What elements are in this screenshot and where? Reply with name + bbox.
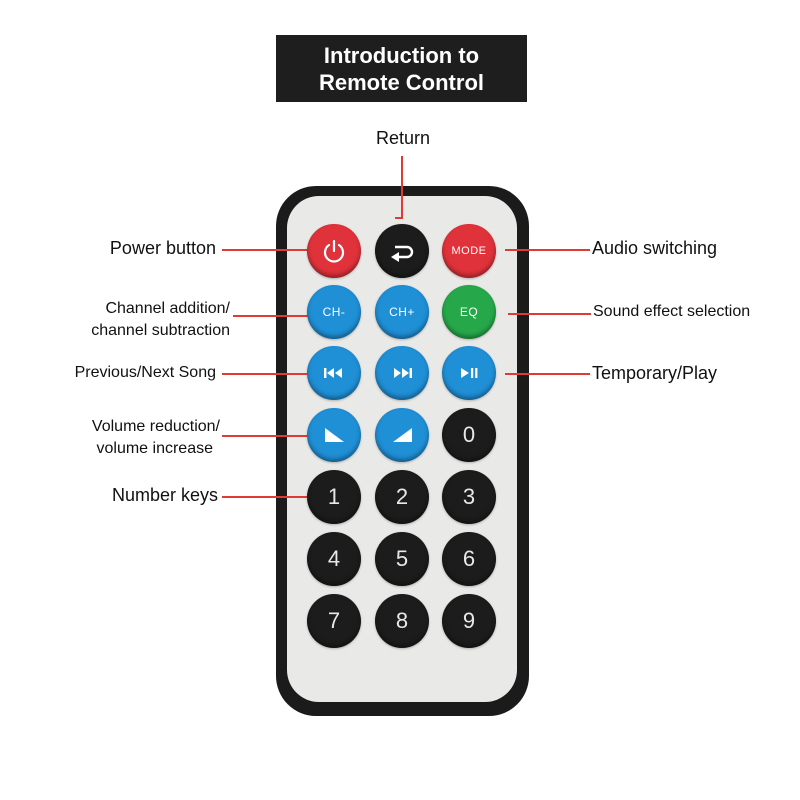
return-icon xyxy=(391,245,414,262)
number-key-3[interactable]: 3 xyxy=(442,470,496,524)
label-prevnext: Previous/Next Song xyxy=(74,364,216,381)
leader-return-h xyxy=(395,217,403,219)
label-audio: Audio switching xyxy=(592,238,718,258)
leader-sound xyxy=(508,313,591,315)
key-6-label: 6 xyxy=(462,546,476,571)
key-9-label: 9 xyxy=(462,608,476,633)
channel-plus-button[interactable]: CH+ xyxy=(375,285,429,339)
label-channel-line1: Channel addition/ xyxy=(105,300,230,317)
power-button[interactable] xyxy=(307,224,361,278)
number-key-2[interactable]: 2 xyxy=(375,470,429,524)
number-key-0[interactable]: 0 xyxy=(442,408,496,462)
leader-channel xyxy=(233,315,309,317)
label-numbers: Number keys xyxy=(111,485,218,505)
next-song-button[interactable] xyxy=(375,346,429,400)
play-pause-icon xyxy=(461,368,478,378)
key-5-label: 5 xyxy=(395,546,409,571)
leader-return xyxy=(401,156,403,218)
number-key-1[interactable]: 1 xyxy=(307,470,361,524)
leader-volume xyxy=(222,435,307,437)
label-sound: Sound effect selection xyxy=(593,303,751,320)
key-4-label: 4 xyxy=(327,546,341,571)
play-pause-button[interactable] xyxy=(442,346,496,400)
volume-down-icon xyxy=(325,428,344,442)
volume-up-button[interactable] xyxy=(375,408,429,462)
number-key-8[interactable]: 8 xyxy=(375,594,429,648)
eq-label: EQ xyxy=(459,305,479,319)
previous-track-icon xyxy=(324,368,342,378)
label-temp: Temporary/Play xyxy=(592,363,718,383)
key-8-label: 8 xyxy=(395,608,409,633)
diagram-title: Introduction to Remote Control xyxy=(276,35,527,102)
key-3-label: 3 xyxy=(462,484,476,509)
number-key-7[interactable]: 7 xyxy=(307,594,361,648)
leader-temp xyxy=(505,373,590,375)
label-power: Power button xyxy=(109,238,216,258)
label-return: Return xyxy=(375,128,431,148)
number-key-9[interactable]: 9 xyxy=(442,594,496,648)
key-2-label: 2 xyxy=(395,484,409,509)
channel-minus-button[interactable]: CH- xyxy=(307,285,361,339)
power-icon xyxy=(323,239,345,263)
number-key-4[interactable]: 4 xyxy=(307,532,361,586)
leader-audio xyxy=(505,249,590,251)
label-volume-line1: Volume reduction/ xyxy=(91,418,220,435)
key-0-label: 0 xyxy=(462,422,476,447)
previous-song-button[interactable] xyxy=(307,346,361,400)
label-volume-line2: volume increase xyxy=(96,440,214,457)
number-key-5[interactable]: 5 xyxy=(375,532,429,586)
return-button[interactable] xyxy=(375,224,429,278)
mode-label: MODE xyxy=(451,245,487,257)
leader-prevnext xyxy=(222,373,308,375)
volume-up-icon xyxy=(393,428,412,442)
title-line-2: Remote Control xyxy=(319,69,484,95)
number-key-6[interactable]: 6 xyxy=(442,532,496,586)
leader-numbers xyxy=(222,496,307,498)
title-line-1: Introduction to xyxy=(323,42,480,68)
ch-minus-label: CH- xyxy=(322,305,346,319)
volume-down-button[interactable] xyxy=(307,408,361,462)
mode-button[interactable]: MODE xyxy=(442,224,496,278)
ch-plus-label: CH+ xyxy=(389,305,415,319)
eq-button[interactable]: EQ xyxy=(442,285,496,339)
next-track-icon xyxy=(394,368,412,378)
label-channel-line2: channel subtraction xyxy=(91,322,230,339)
key-1-label: 1 xyxy=(327,484,341,509)
leader-power xyxy=(222,249,308,251)
key-7-label: 7 xyxy=(327,608,341,633)
